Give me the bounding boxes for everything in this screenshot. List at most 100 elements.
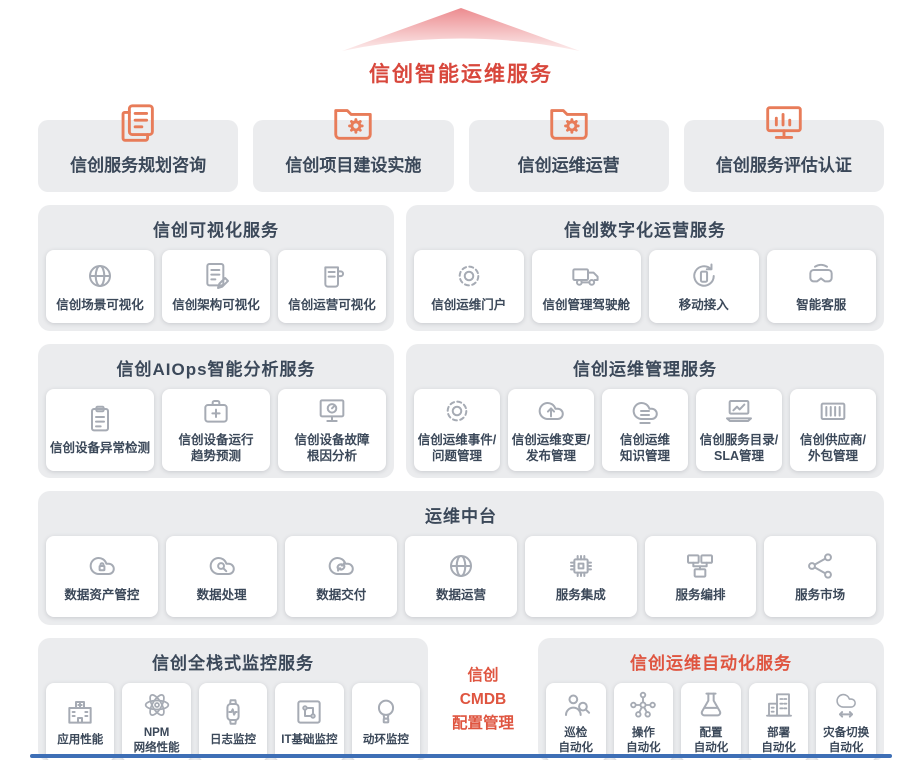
card-label: 信创管理驾驶舱 (542, 297, 630, 312)
top-services-row: 信创服务规划咨询 信创项目建设实施 信创运维运营 信创服务评估认证 (0, 120, 922, 192)
monitor-gauge-icon (316, 395, 348, 427)
card-label: 操作 自动化 (626, 727, 661, 754)
roof-arrow-shape (342, 8, 580, 51)
card-root-cause-analysis: 信创设备故障 根因分析 (278, 389, 386, 471)
buildings-icon (763, 689, 795, 721)
panel-automation: 信创运维自动化服务 巡检 自动化 操作 自动化 配置 自动化 部署 自动化 (538, 638, 884, 760)
card-management-cockpit: 信创管理驾驶舱 (531, 250, 641, 323)
nodes-icon (627, 689, 659, 721)
top-card-label: 信创项目建设实施 (285, 155, 422, 175)
card-label: 信创运维变更/ 发布管理 (511, 433, 591, 464)
cloud-upload-icon (535, 395, 567, 427)
mug-gauge-icon (316, 260, 348, 292)
card-label: 部署 自动化 (761, 727, 796, 754)
card-label: 信创运维事件/ 问题管理 (417, 433, 497, 464)
folder-gear-icon (546, 100, 592, 146)
card-it-infra-monitoring: IT基础监控 (275, 683, 344, 760)
top-card-label: 信创服务规划咨询 (70, 155, 207, 175)
share-nodes-icon (804, 550, 836, 582)
card-label: 数据资产管控 (64, 587, 140, 602)
card-deploy-automation: 部署 自动化 (748, 683, 809, 760)
top-card-label: 信创运维运营 (517, 155, 620, 175)
screens-icon (684, 550, 716, 582)
card-label: 服务市场 (795, 587, 846, 602)
top-card-ops-operation: 信创运维运营 (468, 120, 669, 192)
person-search-icon (560, 689, 592, 721)
globe-icon (445, 550, 477, 582)
row-aiops-opsmgmt: 信创AIOps智能分析服务 信创设备异常检测 信创设备运行 趋势预测 信创设备故… (0, 344, 922, 478)
card-label: 应用性能 (57, 734, 104, 747)
card-mobile-access: 移动接入 (649, 250, 759, 323)
top-card-project-implementation: 信创项目建设实施 (253, 120, 454, 192)
card-change-release-mgmt: 信创运维变更/ 发布管理 (508, 389, 594, 471)
panel-visualization: 信创可视化服务 信创场景可视化 信创架构可视化 信创运营可视化 (38, 205, 394, 331)
globe-icon (84, 260, 116, 292)
card-label: 巡检 自动化 (558, 727, 594, 754)
card-list: 信创运维事件/ 问题管理 信创运维变更/ 发布管理 信创运维 知识管理 信创服务… (414, 389, 876, 471)
card-data-operation: 数据运营 (405, 536, 517, 617)
panel-digital-operation: 信创数字化运营服务 信创运维门户 信创管理驾驶舱 移动接入 智能客服 (406, 205, 884, 331)
panel-title-visualization: 信创可视化服务 (153, 221, 279, 240)
cloud-swap-icon (830, 689, 862, 721)
folder-gear-icon (330, 100, 376, 146)
cloud-lock-icon (86, 550, 118, 582)
card-label: 信创设备运行 趋势预测 (178, 433, 254, 464)
card-label: NPM 网络性能 (133, 727, 180, 754)
card-list: 应用性能 NPM 网络性能 日志监控 IT基础监控 动环监控 (46, 683, 421, 760)
page-title: 信创智能运维服务 (369, 63, 553, 86)
container-icon (817, 395, 849, 427)
card-vendor-outsource-mgmt: 信创供应商/ 外包管理 (790, 389, 876, 471)
card-scene-visualization: 信创场景可视化 (46, 250, 154, 323)
documents-icon (115, 100, 161, 146)
card-label: 灾备切换 自动化 (823, 727, 870, 754)
panel-title-aiops: 信创AIOps智能分析服务 (116, 360, 316, 379)
card-label: 信创场景可视化 (56, 297, 144, 312)
clipboard-icon (84, 403, 116, 435)
card-inspection-automation: 巡检 自动化 (546, 683, 606, 760)
card-trend-prediction: 信创设备运行 趋势预测 (162, 389, 270, 471)
card-anomaly-detection: 信创设备异常检测 (46, 389, 154, 471)
laptop-chart-icon (723, 395, 755, 427)
smartwatch-icon (217, 696, 249, 728)
medkit-icon (200, 395, 232, 427)
card-label: 信创设备异常检测 (49, 441, 150, 456)
card-service-integration: 服务集成 (524, 536, 637, 617)
atom-icon (141, 689, 173, 721)
card-data-delivery: 数据交付 (285, 536, 398, 617)
panel-aiops: 信创AIOps智能分析服务 信创设备异常检测 信创设备运行 趋势预测 信创设备故… (38, 344, 394, 478)
flask-icon (695, 689, 727, 721)
row-visualization-digital: 信创可视化服务 信创场景可视化 信创架构可视化 信创运营可视化 信创数字化运营服… (0, 205, 922, 331)
card-list: 信创运维门户 信创管理驾驶舱 移动接入 智能客服 (414, 250, 876, 323)
panel-title-middle-platform: 运维中台 (425, 507, 497, 526)
card-list: 巡检 自动化 操作 自动化 配置 自动化 部署 自动化 灾备切换 自动化 (546, 683, 876, 760)
card-operation-automation: 操作 自动化 (613, 683, 674, 760)
card-apm: 应用性能 (46, 683, 115, 760)
panel-title-monitoring: 信创全栈式监控服务 (152, 654, 314, 673)
panel-title-automation: 信创运维自动化服务 (630, 654, 792, 673)
card-service-market: 服务市场 (764, 536, 877, 617)
card-data-asset-control: 数据资产管控 (46, 536, 158, 617)
circuit-icon (293, 696, 325, 728)
card-label: 信创服务目录/ SLA管理 (699, 433, 779, 464)
row-monitoring-cmdb-automation: 信创全栈式监控服务 应用性能 NPM 网络性能 日志监控 IT基础监控 (0, 638, 922, 760)
card-label: 数据交付 (316, 587, 367, 602)
card-label: 日志监控 (210, 734, 257, 747)
card-ops-portal: 信创运维门户 (414, 250, 524, 323)
panel-title-digital-operation: 信创数字化运营服务 (564, 221, 726, 240)
card-label: 动环监控 (362, 734, 409, 747)
footer-accent-line (30, 754, 892, 758)
card-label: 信创架构可视化 (172, 297, 260, 312)
card-label: 数据处理 (196, 587, 247, 602)
card-label: 信创运维门户 (431, 297, 507, 312)
card-list: 数据资产管控 数据处理 数据交付 数据运营 服务集成 (46, 536, 877, 617)
truck-icon (570, 260, 602, 292)
panel-middle-platform: 运维中台 数据资产管控 数据处理 数据交付 数据运营 (38, 491, 884, 625)
card-service-orchestration: 服务编排 (644, 536, 757, 617)
hospital-icon (64, 696, 96, 728)
cloud-knowledge-icon (629, 395, 661, 427)
card-incident-problem-mgmt: 信创运维事件/ 问题管理 (414, 389, 500, 471)
card-data-processing: 数据处理 (165, 536, 278, 617)
panel-monitoring: 信创全栈式监控服务 应用性能 NPM 网络性能 日志监控 IT基础监控 (38, 638, 428, 760)
card-label: 服务编排 (675, 587, 726, 602)
card-catalog-sla-mgmt: 信创服务目录/ SLA管理 (696, 389, 782, 471)
